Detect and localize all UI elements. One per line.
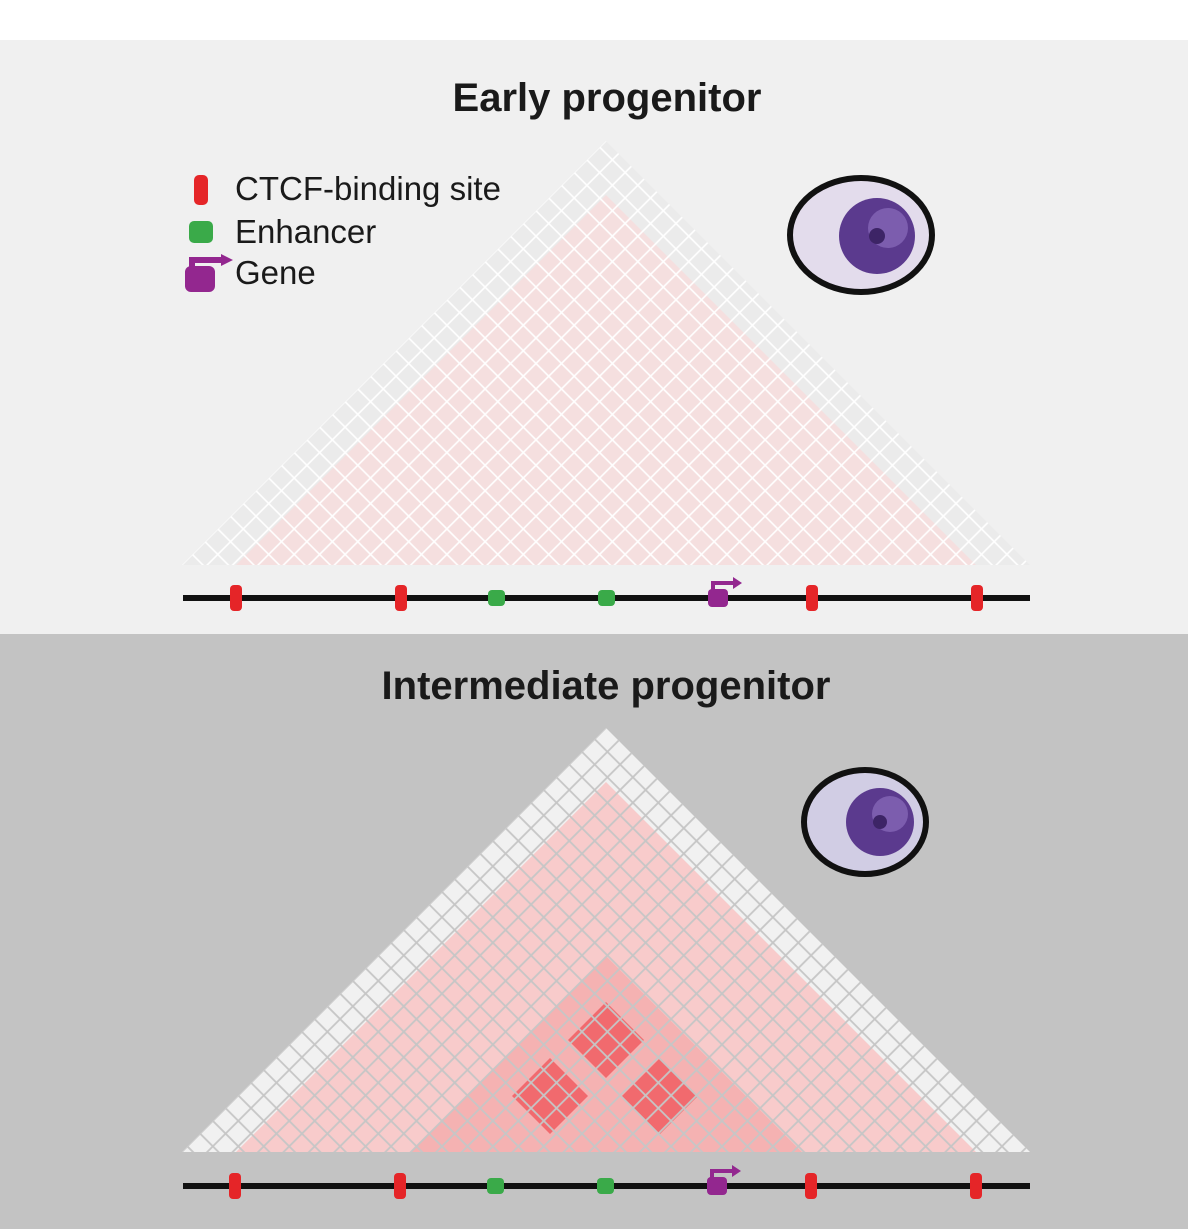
early-track-elements [230,577,983,611]
enhancer-icon [189,221,213,243]
ctcf-site-icon [194,175,208,205]
intermediate-track-elements [229,1165,982,1199]
legend-item-ctcf: CTCF-binding site [183,170,543,210]
legend-label-ctcf: CTCF-binding site [235,170,501,207]
intermediate-panel-graphic [0,634,1188,1229]
early-panel-graphic [0,40,1188,634]
enhancer-icon [487,1178,504,1194]
gene-arrow-icon [185,254,233,292]
panel-intermediate-progenitor: Intermediate progenitor [0,634,1188,1229]
gene-arrow-icon [708,577,742,607]
enhancer-icon [598,590,615,606]
panel-title: Intermediate progenitor [381,664,831,708]
panel-early-progenitor: Early progenitor CTCF-binding site Enhan… [0,40,1188,634]
enhancer-icon [488,590,505,606]
cell-icon [787,175,935,295]
legend-label-gene: Gene [235,254,316,291]
legend-item-gene: Gene [183,254,543,294]
intermediate-hic-grid [182,728,1030,1152]
ctcf-site-icon [806,585,818,611]
ctcf-site-icon [394,1173,406,1199]
ctcf-site-icon [229,1173,241,1199]
ctcf-site-icon [395,585,407,611]
early-hic-grid [182,141,1030,565]
ctcf-site-icon [970,1173,982,1199]
legend-label-enhancer: Enhancer [235,213,377,250]
panel-title: Early progenitor [452,76,762,120]
ctcf-site-icon [805,1173,817,1199]
cell-icon [801,767,929,877]
legend-item-enhancer: Enhancer [183,213,543,253]
enhancer-icon [597,1178,614,1194]
ctcf-site-icon [971,585,983,611]
ctcf-site-icon [230,585,242,611]
gene-arrow-icon [707,1165,741,1195]
